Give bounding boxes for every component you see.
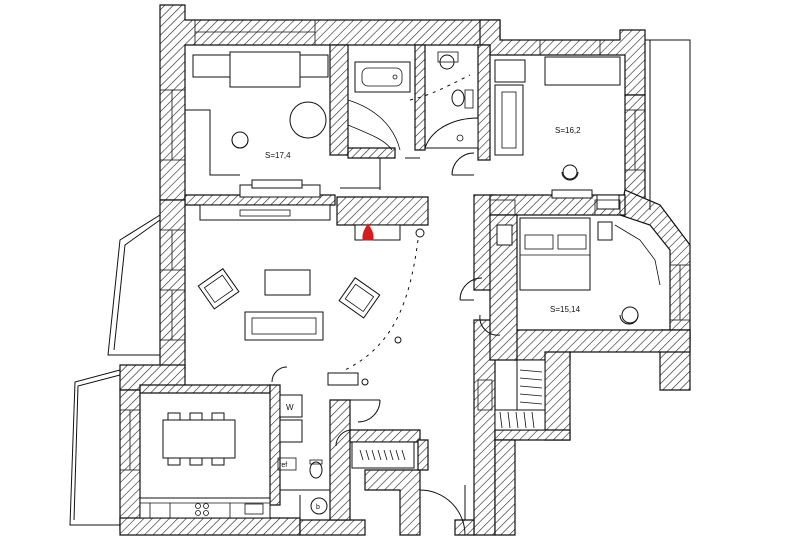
balcony-left-inner <box>113 219 161 351</box>
wall-bath-bottom <box>347 147 396 159</box>
wall-bottom-mid <box>299 519 366 536</box>
fireplace-flame <box>362 223 374 241</box>
window-top-left <box>159 89 186 161</box>
wall-wc-left <box>269 384 281 506</box>
armchair-right <box>338 277 381 319</box>
windows <box>69 19 691 526</box>
tv-stand <box>199 204 331 221</box>
wall-hall-closet <box>349 429 421 443</box>
wall-living-left <box>159 199 186 371</box>
toilet-top <box>451 89 465 107</box>
sofa <box>244 311 324 341</box>
wall-bath-right <box>477 44 491 161</box>
room-bedroom-right-furniture: S=15,14 <box>459 199 661 336</box>
wall-wardrobe-right <box>544 351 571 441</box>
bathtub <box>354 61 411 93</box>
desk-top-right <box>494 84 524 156</box>
chair-top-right <box>562 164 578 180</box>
living-room-furniture <box>197 204 425 447</box>
coffee-table <box>264 269 311 296</box>
wall-right-side-mid <box>417 439 429 471</box>
armchair-left <box>197 268 240 310</box>
kitchen-sink <box>244 503 264 515</box>
side-cabinet <box>327 372 359 386</box>
label-wc: W <box>286 403 294 412</box>
room-label-top-left: S=17,4 <box>265 151 291 160</box>
room-label-top-right: S=16,2 <box>555 126 581 135</box>
hall <box>351 359 546 536</box>
entrance-door <box>419 489 466 536</box>
wall-kitchen-top <box>139 384 271 394</box>
window-top-1 <box>194 19 316 46</box>
toilet-small <box>309 461 323 479</box>
wall-fireplace <box>336 196 429 226</box>
living-divider-arc <box>344 239 419 371</box>
window-top-2 <box>539 39 601 56</box>
window-living-2 <box>159 289 186 341</box>
boiler <box>310 497 328 515</box>
balcony-bottom-left-inner <box>73 374 121 521</box>
bed-top-right <box>544 56 621 86</box>
wall-bottom-right <box>494 439 516 536</box>
wall-bath-left <box>329 44 349 156</box>
window-living-1 <box>159 229 186 271</box>
fireplace <box>354 224 401 241</box>
kitchen-furniture <box>139 366 288 519</box>
wall-wc-right <box>329 399 351 521</box>
washer-box <box>279 394 303 418</box>
balcony-right <box>645 39 691 330</box>
room-label-bedroom-right: S=15,14 <box>550 305 581 314</box>
room-top-left-furniture: S=17,4 <box>185 51 381 198</box>
small-bathroom: W ref b <box>277 394 330 520</box>
wall-wardrobe-bottom <box>494 429 571 441</box>
double-bed <box>519 217 591 291</box>
wall-bottom-hall <box>364 469 421 536</box>
dining-table <box>162 419 236 459</box>
round-table-top-left <box>289 101 327 139</box>
shower-top <box>424 117 479 149</box>
bathroom-top <box>347 51 479 159</box>
balcony-bottom-left <box>69 369 121 526</box>
label-boiler: b <box>316 504 320 511</box>
label-fridge: ref <box>279 462 287 469</box>
room-top-right-furniture: S=16,2 <box>451 56 621 210</box>
balcony-left <box>107 214 161 356</box>
wall-bottom <box>119 517 301 536</box>
